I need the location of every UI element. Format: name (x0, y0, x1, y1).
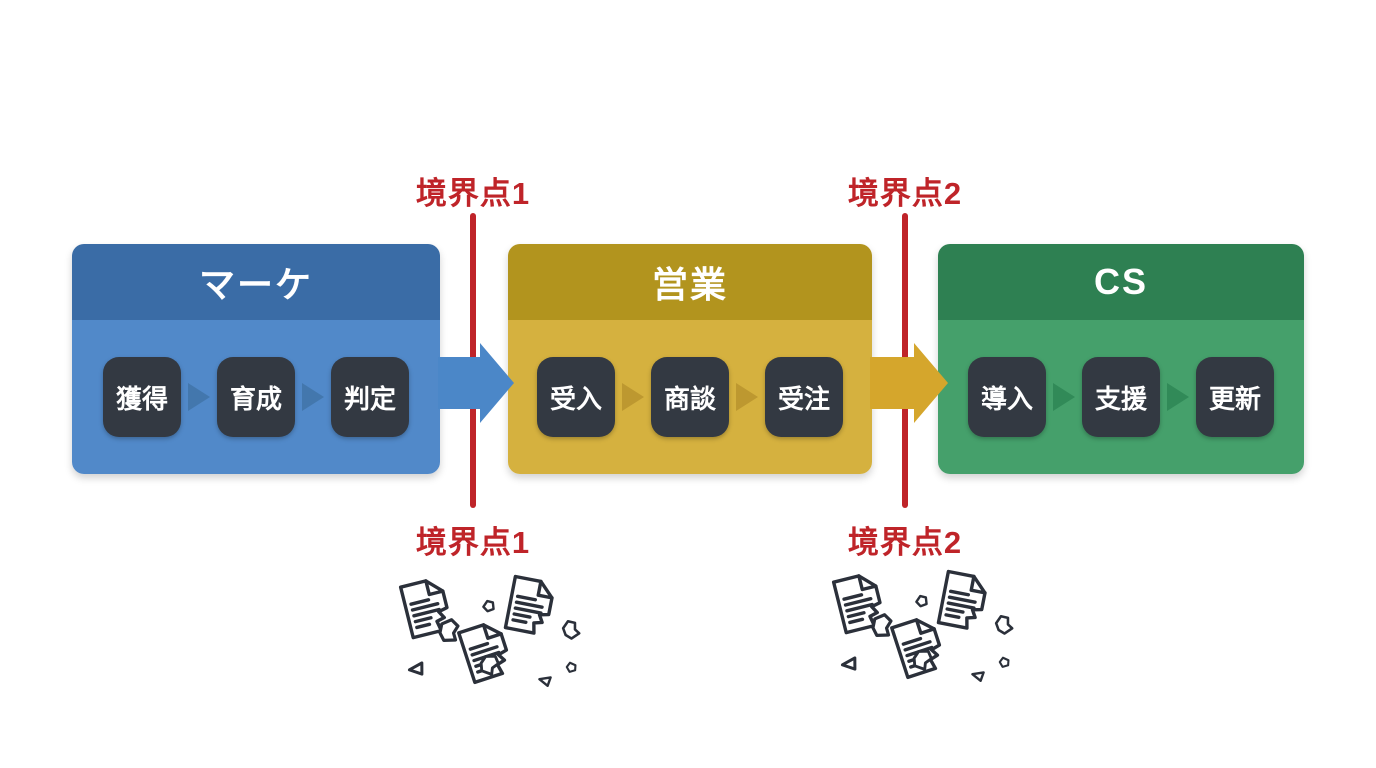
right-triangle-icon (736, 383, 758, 411)
stage-sales: 営業 受入 商談 受注 (508, 244, 872, 474)
step-negotiate: 商談 (651, 357, 729, 437)
boundary-1-label-bottom: 境界点1 (415, 525, 531, 560)
stage-sales-title: 営業 (651, 264, 728, 305)
stage-marketing-header: マーケ (72, 244, 440, 320)
step-win-order: 受注 (765, 357, 843, 437)
stage-marketing-title: マーケ (198, 264, 313, 305)
stage-cs-title: CS (1093, 261, 1148, 302)
right-triangle-icon (1053, 383, 1075, 411)
step-onboard: 導入 (968, 357, 1046, 437)
step-support: 支援 (1082, 357, 1160, 437)
step-qualify: 判定 (331, 357, 409, 437)
torn-documents-icon (385, 565, 595, 715)
stage-sales-body: 受入 商談 受注 (508, 320, 872, 474)
step-accept: 受入 (537, 357, 615, 437)
boundary-2-label-top: 境界点2 (847, 176, 963, 211)
step-nurture: 育成 (217, 357, 295, 437)
right-triangle-icon (188, 383, 210, 411)
stage-cs: CS 導入 支援 更新 (938, 244, 1304, 474)
arrow-sales-to-cs-icon (870, 343, 948, 423)
stage-marketing-body: 獲得 育成 判定 (72, 320, 440, 474)
right-triangle-icon (302, 383, 324, 411)
stage-sales-header: 営業 (508, 244, 872, 320)
arrow-marketing-to-sales-icon (438, 343, 514, 423)
right-triangle-icon (1167, 383, 1189, 411)
stage-cs-body: 導入 支援 更新 (938, 320, 1304, 474)
stage-cs-header: CS (938, 244, 1304, 320)
torn-documents-icon (818, 560, 1028, 710)
boundary-1-label-top: 境界点1 (415, 176, 531, 211)
stage-marketing: マーケ 獲得 育成 判定 (72, 244, 440, 474)
step-acquire: 獲得 (103, 357, 181, 437)
right-triangle-icon (622, 383, 644, 411)
boundary-2-label-bottom: 境界点2 (847, 525, 963, 560)
step-renew: 更新 (1196, 357, 1274, 437)
